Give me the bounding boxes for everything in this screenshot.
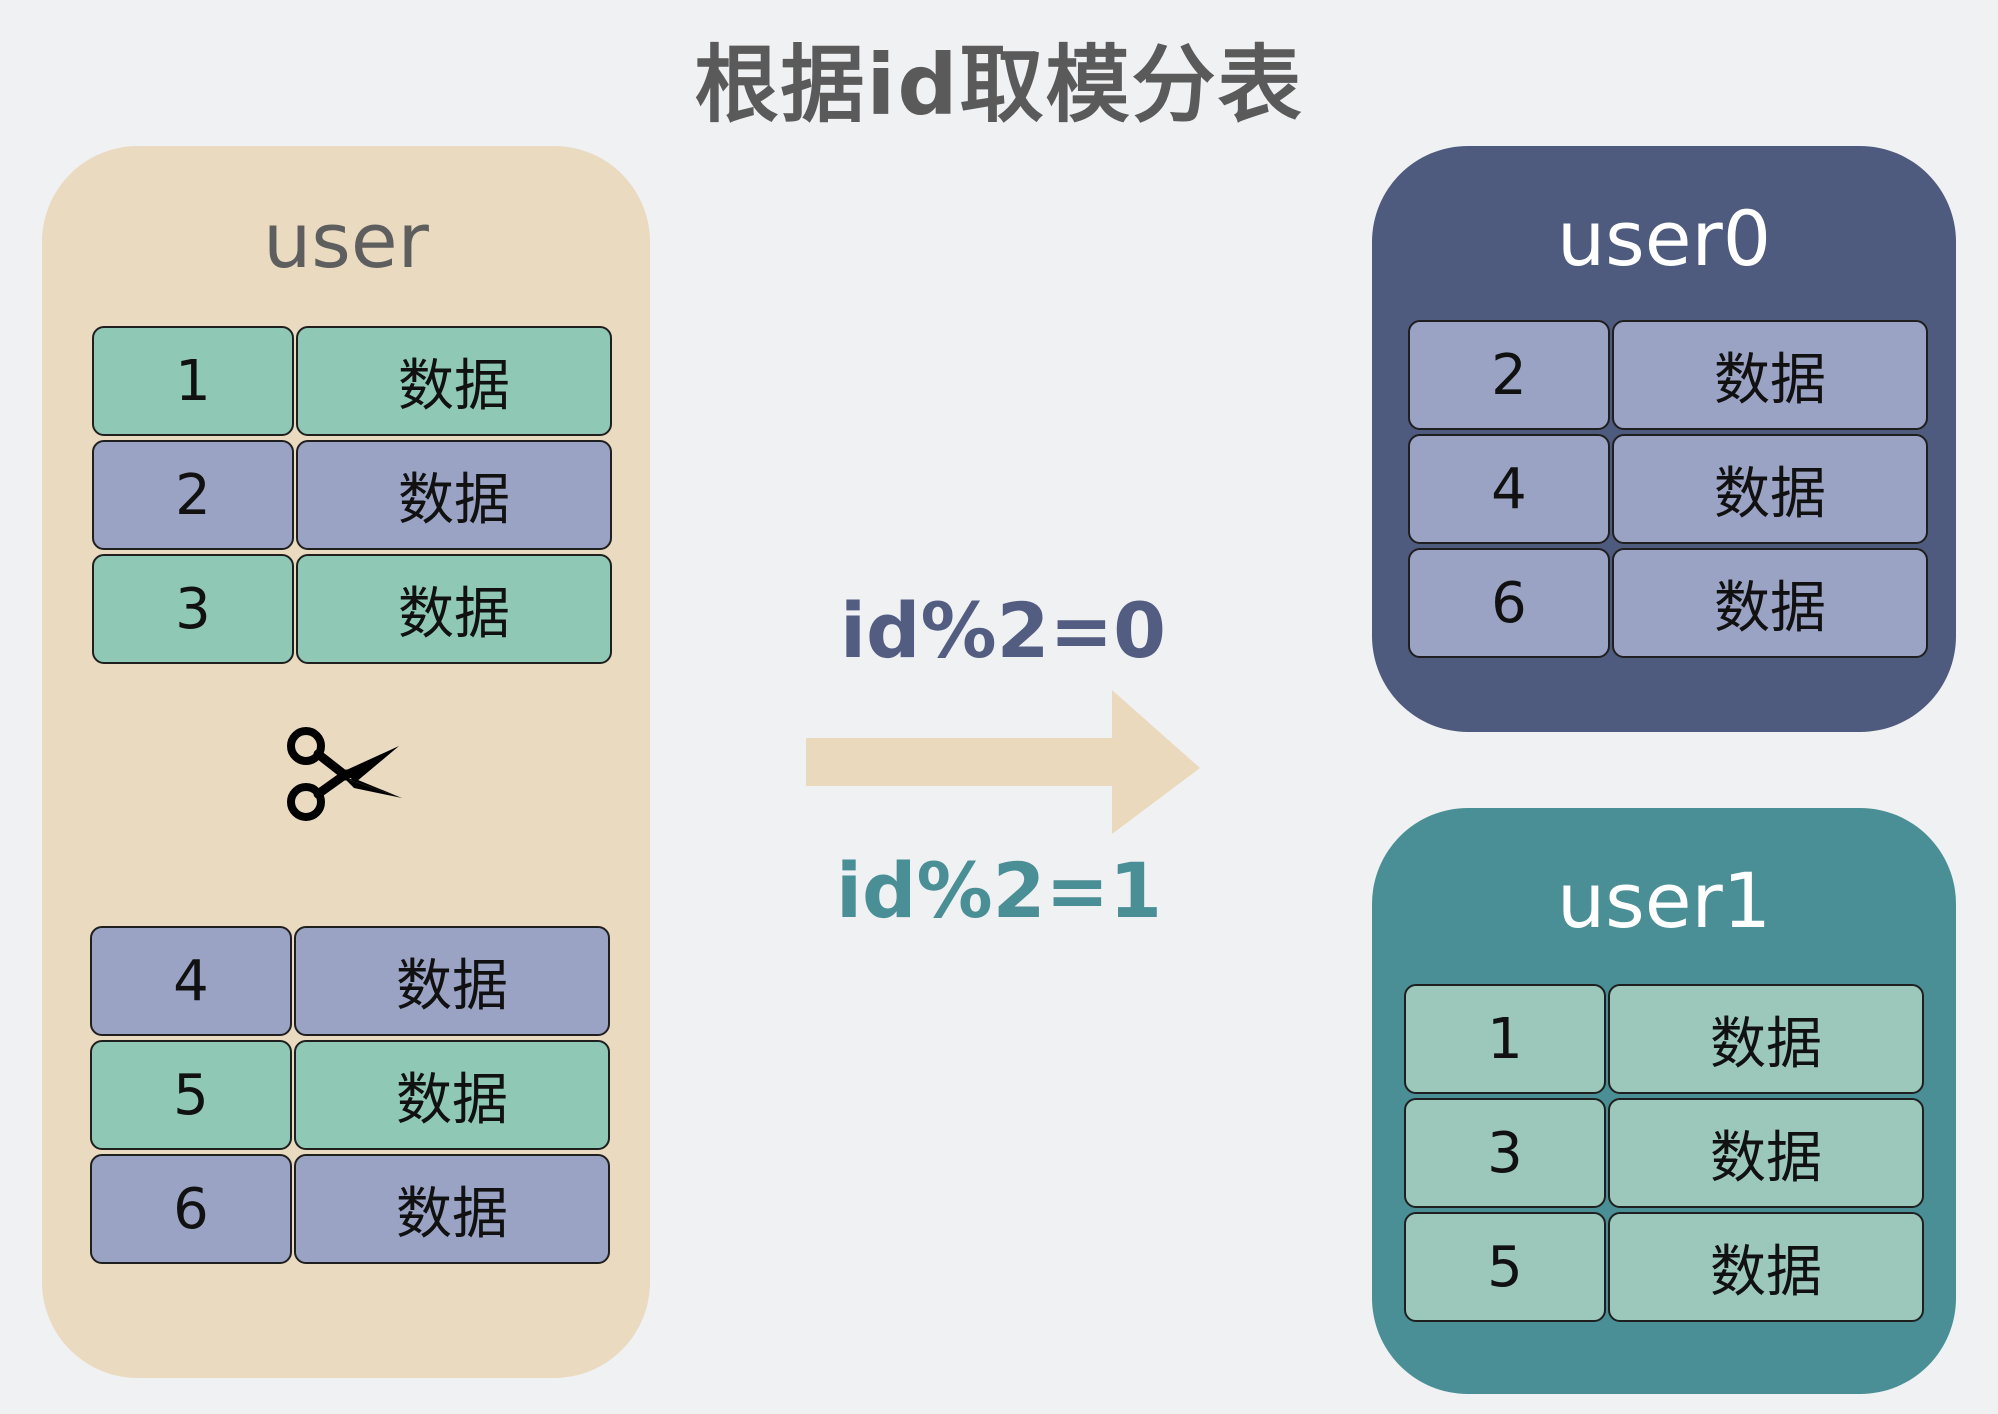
row-id: 6 bbox=[90, 1154, 292, 1264]
table-row: 3 数据 bbox=[92, 554, 612, 668]
row-id: 1 bbox=[1404, 984, 1606, 1094]
row-id: 5 bbox=[1404, 1212, 1606, 1322]
row-data: 数据 bbox=[1612, 548, 1928, 658]
target-table-panel-user0: user0 2 数据 4 数据 6 数据 bbox=[1372, 146, 1956, 732]
table-row: 5 数据 bbox=[90, 1040, 610, 1154]
source-table-name: user bbox=[263, 196, 429, 285]
table-row: 5 数据 bbox=[1404, 1212, 1924, 1326]
row-data: 数据 bbox=[1608, 1098, 1924, 1208]
table-row: 1 数据 bbox=[1404, 984, 1924, 1098]
row-data: 数据 bbox=[296, 554, 612, 664]
row-data: 数据 bbox=[294, 1040, 610, 1150]
row-id: 4 bbox=[1408, 434, 1610, 544]
row-id: 2 bbox=[92, 440, 294, 550]
row-data: 数据 bbox=[1608, 1212, 1924, 1322]
row-id: 1 bbox=[92, 326, 294, 436]
row-data: 数据 bbox=[296, 440, 612, 550]
row-id: 6 bbox=[1408, 548, 1610, 658]
scissors-icon bbox=[287, 727, 402, 821]
target-table-name: user1 bbox=[1556, 856, 1772, 945]
row-data: 数据 bbox=[294, 1154, 610, 1264]
row-id: 3 bbox=[1404, 1098, 1606, 1208]
source-table-panel: user 1 数据 2 数据 3 数据 4 数据 5 数据 6 数据 bbox=[42, 146, 650, 1378]
diagram-title: 根据id取模分表 bbox=[694, 36, 1304, 134]
row-id: 4 bbox=[90, 926, 292, 1036]
table-row: 4 数据 bbox=[90, 926, 610, 1040]
table-row: 2 数据 bbox=[1408, 320, 1928, 434]
table-row: 4 数据 bbox=[1408, 434, 1928, 548]
row-id: 2 bbox=[1408, 320, 1610, 430]
target-table-name: user0 bbox=[1556, 194, 1772, 283]
row-data: 数据 bbox=[1608, 984, 1924, 1094]
target-table-panel-user1: user1 1 数据 3 数据 5 数据 bbox=[1372, 808, 1956, 1394]
row-id: 3 bbox=[92, 554, 294, 664]
row-id: 5 bbox=[90, 1040, 292, 1150]
row-data: 数据 bbox=[1612, 434, 1928, 544]
table-row: 2 数据 bbox=[92, 440, 612, 554]
row-data: 数据 bbox=[296, 326, 612, 436]
row-data: 数据 bbox=[294, 926, 610, 1036]
row-data: 数据 bbox=[1612, 320, 1928, 430]
rule-even-label: id%2=0 bbox=[840, 586, 1167, 675]
table-row: 1 数据 bbox=[92, 326, 612, 440]
rule-odd-label: id%2=1 bbox=[836, 846, 1163, 935]
table-row: 6 数据 bbox=[1408, 548, 1928, 662]
table-row: 6 数据 bbox=[90, 1154, 610, 1268]
table-row: 3 数据 bbox=[1404, 1098, 1924, 1212]
right-arrow-icon bbox=[806, 690, 1200, 834]
